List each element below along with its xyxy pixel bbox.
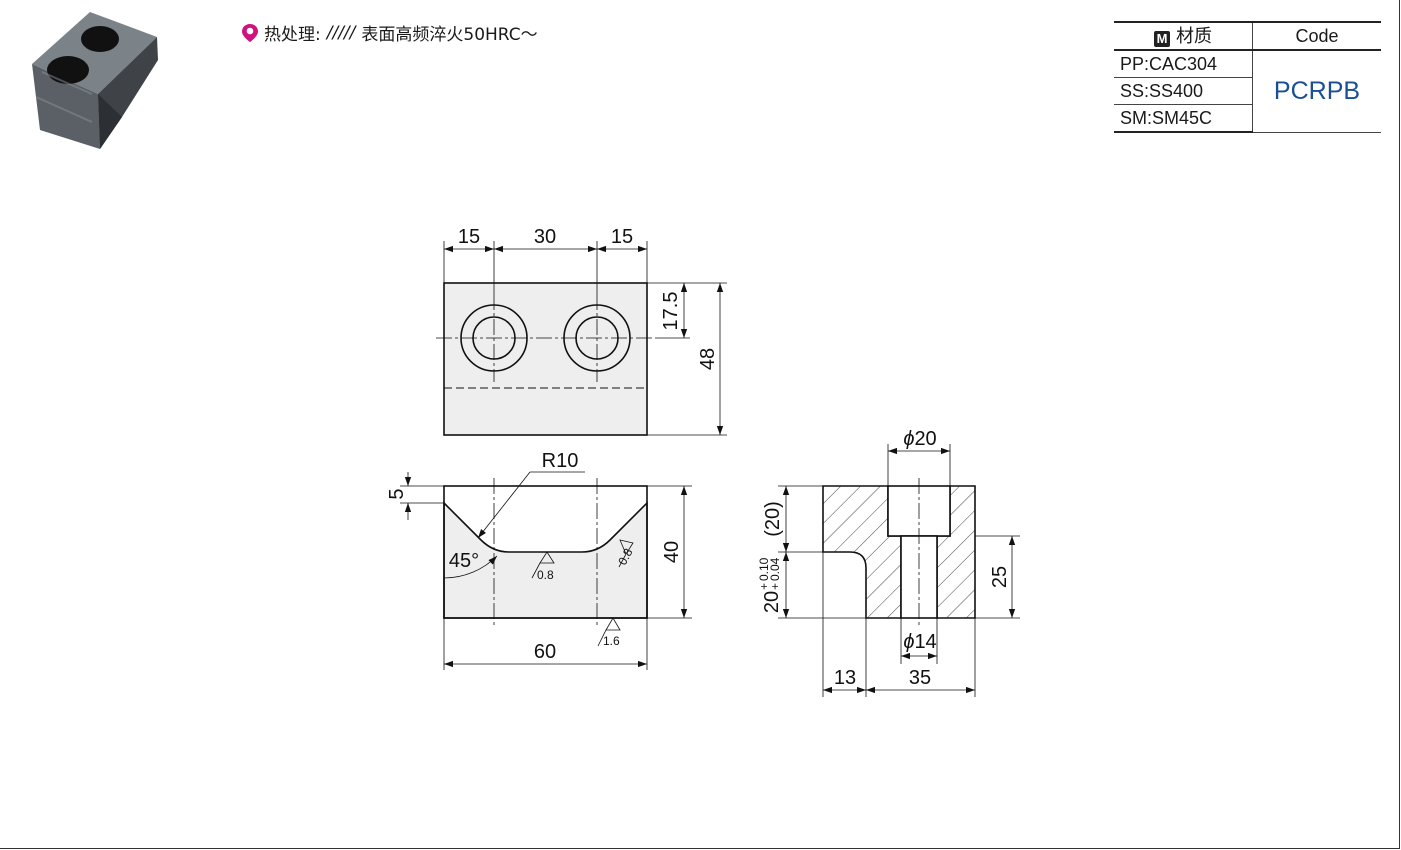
roughness-0-8-bottom: 0.8 xyxy=(537,568,554,582)
svg-text:0.04: 0.04 xyxy=(768,557,782,581)
material-row-sm: SM:SM45C xyxy=(1114,104,1253,133)
location-pin-icon xyxy=(242,23,258,42)
roughness-1-6: 1.6 xyxy=(603,634,620,648)
table-row: PP:CAC304 PCRPB xyxy=(1114,50,1381,133)
dim-phi14: ϕ14 xyxy=(903,631,936,653)
front-view: 5 R10 45° 0.8 0.8 1.6 40 60 xyxy=(386,450,692,670)
svg-text:20: 20 xyxy=(761,591,783,613)
dim-35: 35 xyxy=(909,667,931,689)
dim-20-tolerance: 20 + 0.10 + 0.04 xyxy=(757,557,783,613)
dim-40: 40 xyxy=(661,541,683,563)
svg-text:+: + xyxy=(757,583,771,590)
section-view: ϕ20 ϕ14 (20) 20 + 0.10 + 0.04 25 13 35 xyxy=(757,428,1020,697)
table-row: SM:SM45C xyxy=(1114,104,1381,133)
code-value: PCRPB xyxy=(1252,50,1381,133)
product-photo xyxy=(32,12,158,149)
dim-13: 13 xyxy=(834,667,856,689)
dim-top-15-right: 15 xyxy=(611,226,633,248)
dim-top-30: 30 xyxy=(534,226,556,248)
svg-text:+: + xyxy=(768,583,782,590)
top-view: 15 30 15 17.5 48 xyxy=(436,226,727,436)
dim-r10: R10 xyxy=(542,450,579,472)
dim-phi20: ϕ20 xyxy=(903,428,936,450)
code-header: Code xyxy=(1252,21,1381,51)
dim-45-deg: 45° xyxy=(449,550,479,572)
material-m-icon: M xyxy=(1154,31,1170,47)
dim-paren-20: (20) xyxy=(762,501,784,537)
material-row-ss: SS:SS400 xyxy=(1114,77,1253,105)
material-row-pp: PP:CAC304 xyxy=(1114,50,1253,78)
heat-marks: ///// xyxy=(326,22,356,43)
dim-60: 60 xyxy=(534,641,556,663)
dim-17-5: 17.5 xyxy=(660,292,682,331)
dim-25: 25 xyxy=(989,566,1011,588)
dim-48: 48 xyxy=(697,348,719,370)
dim-5: 5 xyxy=(386,488,408,499)
heat-label: 热处理: xyxy=(264,25,321,45)
table-row: SS:SS400 xyxy=(1114,77,1381,105)
dim-top-15-left: 15 xyxy=(458,226,480,248)
svg-text:0.10: 0.10 xyxy=(757,557,771,581)
heat-treatment-note: 热处理: ///// 表面高频淬火50HRC～ xyxy=(242,20,538,45)
heat-text: 表面高频淬火50HRC～ xyxy=(361,25,538,45)
